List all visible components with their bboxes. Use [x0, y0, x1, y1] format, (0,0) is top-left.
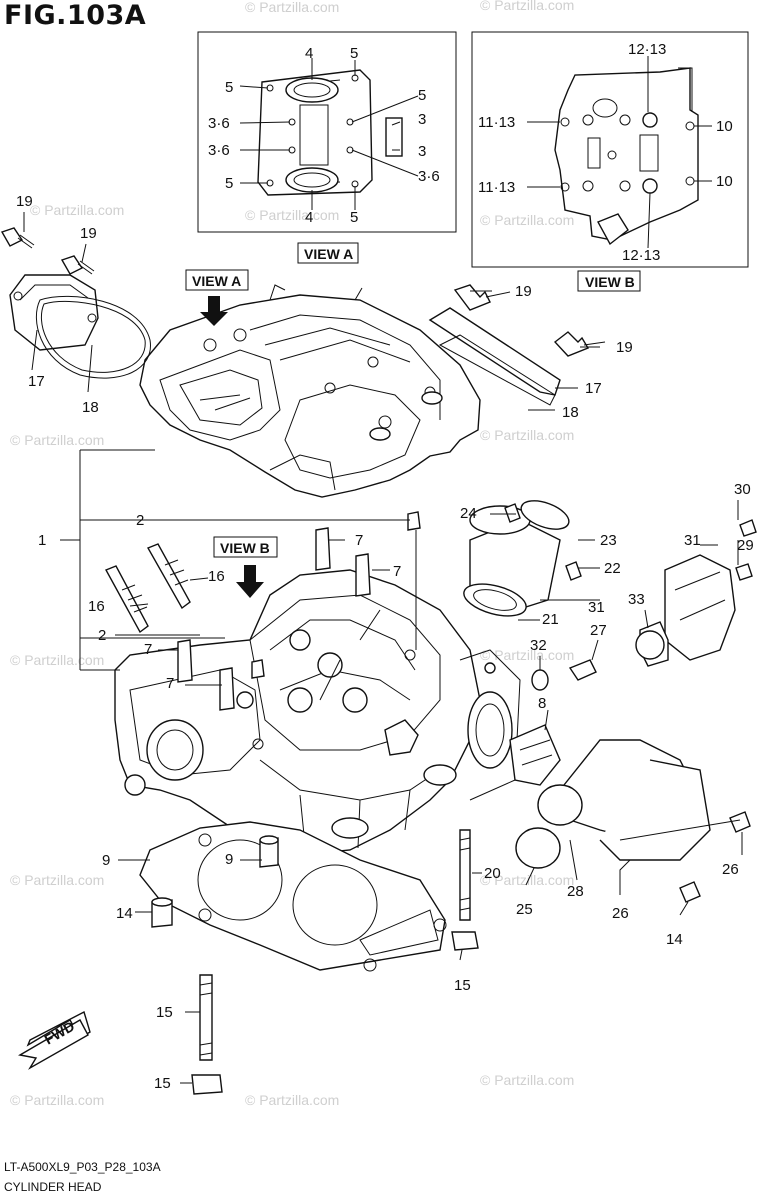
callout: 1 — [38, 532, 46, 549]
callout: 19 — [616, 339, 633, 356]
view-b-label: 12·13 — [628, 41, 666, 58]
callout: 31 — [588, 599, 605, 616]
view-a-label: 4 — [305, 45, 313, 62]
view-a-label: 5 — [418, 87, 426, 104]
callout: 18 — [82, 399, 99, 416]
view-b-pointer: VIEW B — [213, 536, 278, 598]
left-cap-and-gasket — [0, 227, 151, 379]
cylinder-head — [114, 569, 521, 856]
view-b-label: 10 — [716, 118, 733, 135]
head-gasket-and-studs — [139, 821, 479, 1095]
view-a-label: 4 — [305, 209, 313, 226]
watermark: © Partzilla.com — [480, 647, 574, 663]
callout: 30 — [734, 481, 751, 498]
view-b-label: 10 — [716, 173, 733, 190]
view-a-label: 3·6 — [208, 142, 230, 159]
callout: 14 — [666, 931, 683, 948]
callout: 19 — [16, 193, 33, 210]
watermark: © Partzilla.com — [10, 432, 104, 448]
view-a-label: 5 — [350, 209, 358, 226]
callout: 2 — [98, 627, 106, 644]
callout: 21 — [542, 611, 559, 628]
callout: 7 — [393, 563, 401, 580]
watermark: © Partzilla.com — [480, 0, 574, 13]
figure-code: LT-A500XL9_P03_P28_103A — [4, 1160, 161, 1174]
callout: 28 — [567, 883, 584, 900]
watermark: © Partzilla.com — [480, 1072, 574, 1088]
watermark: © Partzilla.com — [245, 1092, 339, 1108]
view-a-label: 3·6 — [208, 115, 230, 132]
dowel-pins — [177, 511, 421, 711]
view-a-pointer-label: VIEW A — [192, 273, 241, 289]
callout: 19 — [80, 225, 97, 242]
callout: 26 — [612, 905, 629, 922]
view-b-label: 11·13 — [478, 179, 515, 196]
watermark: © Partzilla.com — [10, 1092, 104, 1108]
callout: 9 — [102, 852, 110, 869]
callout: 14 — [116, 905, 133, 922]
view-a-inset: 5 4 5 3·6 3·6 5 3 3 3·6 5 4 5 VIEW A — [197, 31, 457, 264]
callout: 9 — [225, 851, 233, 868]
figure-title: FIG.103A — [4, 0, 147, 31]
callout: 22 — [604, 560, 621, 577]
callout: 15 — [454, 977, 471, 994]
callout: 2 — [136, 512, 144, 529]
view-a-caption: VIEW A — [304, 246, 353, 262]
view-a-label: 3·6 — [418, 168, 440, 185]
callout: 27 — [590, 622, 607, 639]
callout: 24 — [460, 505, 477, 522]
callout: 16 — [208, 568, 225, 585]
watermark: © Partzilla.com — [30, 202, 124, 218]
watermark: © Partzilla.com — [480, 872, 574, 888]
thermostat-assembly — [509, 519, 757, 903]
spark-plugs — [105, 543, 191, 634]
callout: 15 — [156, 1004, 173, 1021]
callout: 17 — [585, 380, 602, 397]
callout: 23 — [600, 532, 617, 549]
callout: 8 — [538, 695, 546, 712]
callout: 19 — [515, 283, 532, 300]
callout: 29 — [737, 537, 754, 554]
view-b-caption: VIEW B — [585, 274, 635, 290]
callout: 20 — [484, 865, 501, 882]
callout: 33 — [628, 591, 645, 608]
callout: 25 — [516, 901, 533, 918]
cylinder-head-cover — [139, 284, 481, 498]
view-b-inset: 12·13 11·13 10 11·13 10 12·13 VIEW B — [471, 31, 749, 292]
view-a-label: 3 — [418, 143, 426, 160]
callout: 18 — [562, 404, 579, 421]
view-a-pointer: VIEW A — [185, 269, 249, 326]
watermark: © Partzilla.com — [10, 652, 104, 668]
callouts: 19 19 17 18 19 19 17 18 1 2 7 7 16 16 2 … — [16, 193, 754, 1092]
figure-name: CYLINDER HEAD — [4, 1180, 102, 1194]
view-a-label: 5 — [225, 175, 233, 192]
view-a-label: 3 — [418, 111, 426, 128]
watermark: © Partzilla.com — [480, 427, 574, 443]
leader-lines — [23, 212, 743, 1084]
watermark: © Partzilla.com — [245, 0, 339, 15]
callout: 7 — [355, 532, 363, 549]
callout: 15 — [154, 1075, 171, 1092]
callout: 17 — [28, 373, 45, 390]
right-cap-and-gasket — [428, 284, 606, 406]
view-a-label: 5 — [350, 45, 358, 62]
watermark: © Partzilla.com — [10, 872, 104, 888]
callout: 7 — [144, 641, 152, 658]
callout: 32 — [530, 637, 547, 654]
view-b-label: 12·13 — [622, 247, 660, 264]
view-b-label: 11·13 — [478, 114, 515, 131]
view-b-pointer-label: VIEW B — [220, 540, 270, 556]
fwd-arrow: FWD — [18, 1010, 91, 1070]
callout: 26 — [722, 861, 739, 878]
watermark: © Partzilla.com — [480, 212, 574, 228]
view-a-label: 5 — [225, 79, 233, 96]
watermark: © Partzilla.com — [245, 207, 339, 223]
callout: 16 — [88, 598, 105, 615]
callout: 7 — [166, 675, 174, 692]
intake-pipe — [463, 500, 582, 617]
callout: 31 — [684, 532, 701, 549]
